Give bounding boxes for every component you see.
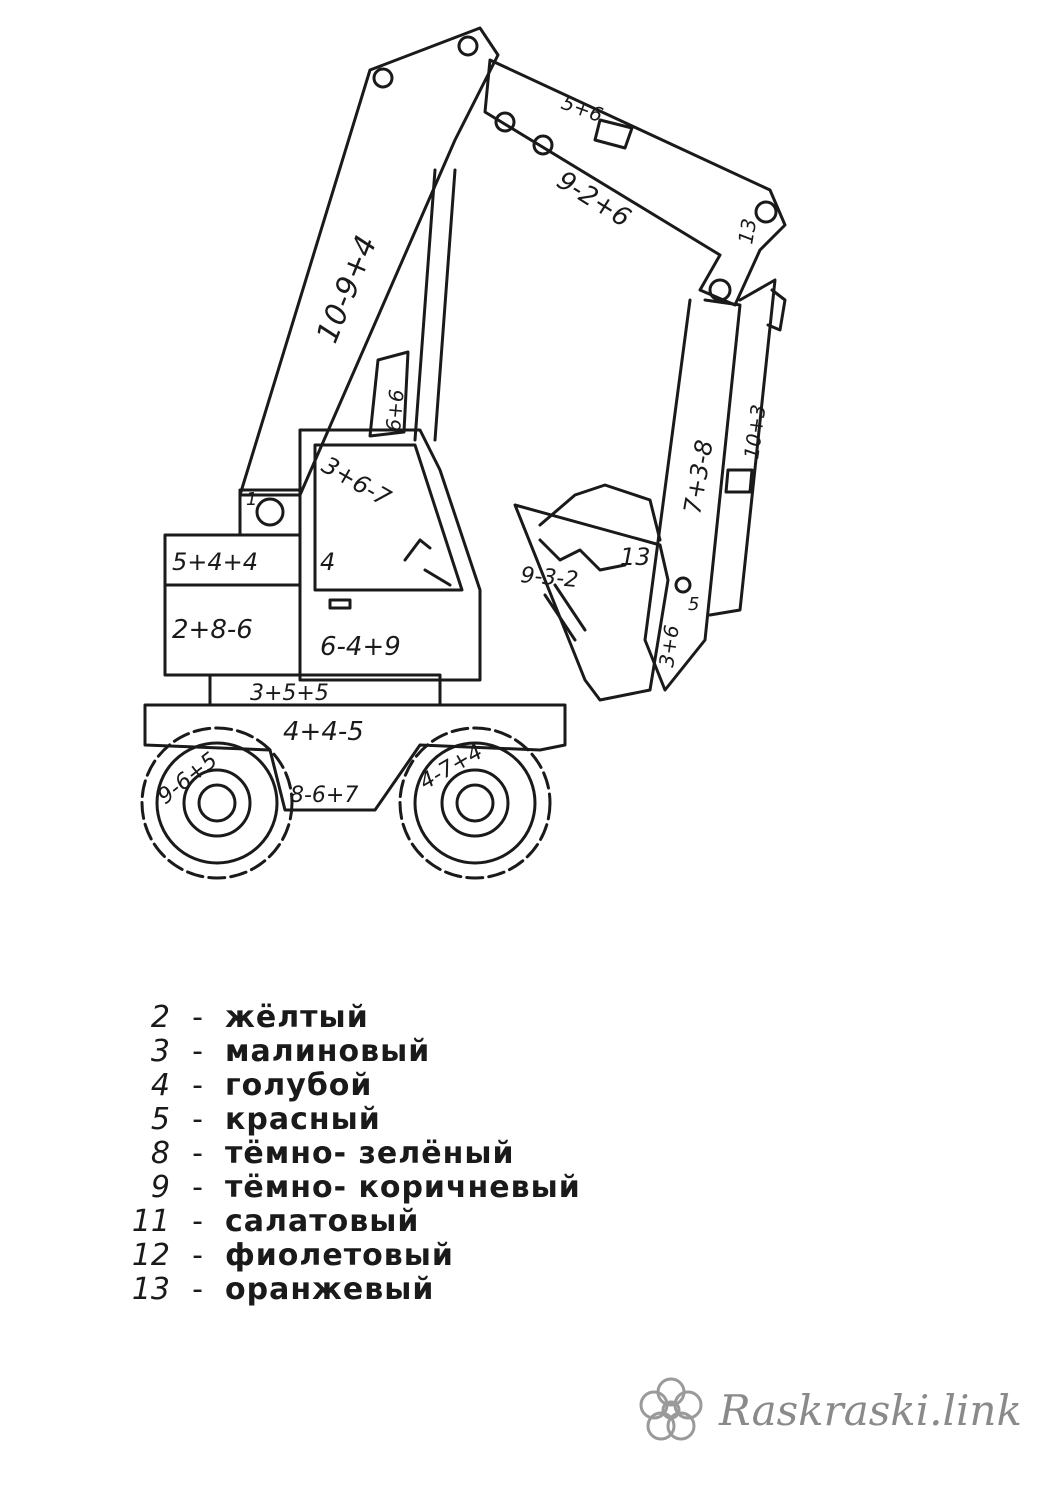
- legend-dash: -: [192, 1272, 203, 1307]
- label-cab-lower: 6-4+9: [320, 632, 401, 662]
- label-boom-pivot: 1: [246, 489, 257, 510]
- legend-row: 4-голубой: [95, 1068, 695, 1103]
- label-bucket-load: 13: [620, 543, 651, 571]
- legend-dash: -: [192, 1136, 203, 1171]
- legend-number: 9: [150, 1170, 170, 1205]
- legend-row: 9-тёмно- коричневый: [95, 1170, 695, 1205]
- legend-color-name: фиолетовый: [225, 1238, 454, 1273]
- legend-color-name: оранжевый: [225, 1272, 435, 1307]
- stick: [483, 58, 787, 307]
- stick-joint: [532, 134, 554, 156]
- label-chassis: 4+4-5: [283, 717, 364, 747]
- legend-dash: -: [192, 1102, 203, 1137]
- boom-joint: [372, 67, 394, 89]
- stick-joint: [708, 278, 732, 302]
- cab-window: [313, 443, 464, 592]
- label-boom-cylinder: 6+6: [381, 388, 409, 432]
- legend-number: 13: [131, 1272, 170, 1307]
- legend-row: 3-малиновый: [95, 1034, 695, 1069]
- vertical-arm: [643, 298, 742, 692]
- cab: [298, 428, 482, 682]
- legend-dash: -: [192, 1170, 203, 1205]
- legend-number: 12: [131, 1238, 170, 1273]
- label-stick-top: 5+6: [558, 90, 606, 127]
- bucket: [513, 503, 670, 702]
- right-wheel: [398, 726, 552, 880]
- legend-color-name: тёмно- коричневый: [225, 1170, 581, 1205]
- label-stick: 9-2+6: [551, 165, 635, 233]
- label-engine-top: 5+4+4: [172, 548, 258, 576]
- label-stick-pin: 13: [733, 217, 761, 246]
- legend-dash: -: [192, 1068, 203, 1103]
- legend-color-name: салатовый: [225, 1204, 420, 1239]
- label-stick-cylinder: 10+3: [739, 403, 770, 461]
- label-bucket-pin: 5: [688, 594, 699, 615]
- label-chassis-lower: 8-6+7: [290, 783, 358, 808]
- label-bucket-link: 3+6: [654, 624, 684, 669]
- legend-dash: -: [192, 1238, 203, 1273]
- excavator-drawing: 10-9+4 5+6 9-2+6 13 6+6 10+3 7+3-8 3+6-7…: [140, 26, 787, 880]
- legend-row: 13-оранжевый: [95, 1272, 695, 1307]
- watermark-text: Raskraski.link: [719, 1385, 1022, 1435]
- label-cab-window: 3+6-7: [317, 451, 396, 513]
- left-wheel: [140, 726, 294, 880]
- flower-icon: [639, 1377, 703, 1441]
- legend-row: 8-тёмно- зелёный: [95, 1136, 695, 1171]
- legend-color-name: малиновый: [225, 1034, 431, 1069]
- legend-number: 5: [150, 1102, 170, 1137]
- legend-color-name: красный: [225, 1102, 381, 1137]
- boom-cylinder: [413, 168, 457, 442]
- legend-row: 2-жёлтый: [95, 1000, 695, 1035]
- watermark: Raskraski.link: [635, 1370, 1025, 1450]
- label-base-strip: 3+5+5: [250, 681, 329, 706]
- legend-dash: -: [192, 1204, 203, 1239]
- legend-row: 11-салатовый: [95, 1204, 695, 1239]
- label-arm-lower: 7+3-8: [678, 438, 719, 516]
- chassis: [143, 703, 567, 812]
- legend-number: 2: [150, 1000, 170, 1035]
- label-engine-mid: 2+8-6: [172, 615, 253, 645]
- stick-joint: [494, 111, 516, 133]
- legend-row: 5-красный: [95, 1102, 695, 1137]
- legend-number: 4: [150, 1068, 170, 1103]
- legend-color-name: тёмно- зелёный: [225, 1136, 515, 1171]
- legend-number: 8: [150, 1136, 170, 1171]
- legend-number: 11: [131, 1204, 170, 1239]
- legend-dash: -: [192, 1000, 203, 1035]
- label-bucket: 9-3-2: [519, 563, 579, 593]
- legend-row: 12-фиолетовый: [95, 1238, 695, 1273]
- legend-number: 3: [150, 1034, 170, 1069]
- legend-color-name: голубой: [225, 1068, 373, 1103]
- boom-pivot: [255, 497, 285, 527]
- legend-dash: -: [192, 1034, 203, 1069]
- stick-joint: [754, 200, 778, 224]
- bucket-load: [538, 483, 662, 542]
- boom-joint: [457, 35, 479, 57]
- label-cab-mirror: 4: [320, 548, 335, 576]
- legend-color-name: жёлтый: [225, 1000, 369, 1035]
